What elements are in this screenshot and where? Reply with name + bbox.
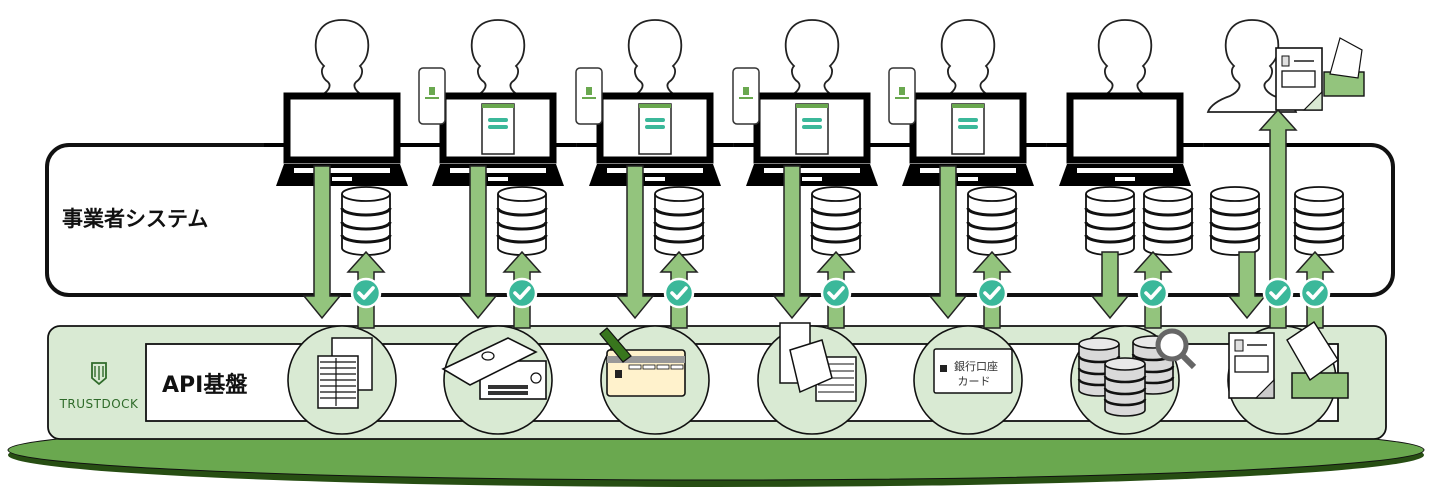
arrow-down xyxy=(1227,251,1267,320)
document-sheets-icon xyxy=(317,337,373,409)
brand-name: TRUSTDOCK xyxy=(59,397,139,411)
arrow-down xyxy=(1090,251,1130,320)
pen-icon xyxy=(599,327,632,363)
arrow-down xyxy=(615,165,655,320)
laptop-base xyxy=(276,164,408,186)
verified-check-icon xyxy=(1262,277,1294,309)
column-id-card xyxy=(418,19,576,435)
database-icon xyxy=(1209,185,1261,257)
verified-check-icon xyxy=(350,277,382,309)
chip-icon xyxy=(940,365,947,372)
passbook-icon xyxy=(779,322,857,402)
arrow-down xyxy=(458,165,498,320)
smartphone-icon xyxy=(418,67,446,125)
laptop-icon xyxy=(276,92,408,186)
business-system-title: 事業者システム xyxy=(62,207,208,231)
smartphone-icon xyxy=(575,67,603,125)
verified-check-icon xyxy=(976,277,1008,309)
laptop-base xyxy=(432,164,564,186)
laptop-icon xyxy=(902,92,1034,186)
database-icon xyxy=(1142,185,1194,257)
card-label-line2: カード xyxy=(958,375,991,388)
laptop-screen xyxy=(1066,92,1184,164)
column-credit-card xyxy=(575,19,733,435)
column-documents xyxy=(264,19,420,435)
column-database-search xyxy=(1047,19,1203,435)
column-passbook xyxy=(732,19,890,435)
database-icon xyxy=(340,185,392,257)
database-icon xyxy=(966,185,1018,257)
laptop-base xyxy=(1059,164,1191,186)
laptop-base xyxy=(589,164,721,186)
database-icon xyxy=(653,185,705,257)
envelope-icon xyxy=(1323,37,1365,97)
database-icon xyxy=(1103,356,1147,418)
laptop-icon xyxy=(746,92,878,186)
database-search-icon xyxy=(1077,328,1197,418)
mail-document-icon xyxy=(1275,47,1323,111)
card-label-line1: 銀行口座 xyxy=(954,359,998,373)
arrow-down xyxy=(302,165,342,320)
credit-card-icon xyxy=(599,327,686,397)
verified-check-icon xyxy=(506,277,538,309)
shield-icon xyxy=(91,362,107,386)
laptop-base xyxy=(902,164,1034,186)
mail-envelope-icon xyxy=(1228,321,1349,399)
arrow-down xyxy=(772,165,812,320)
app-screen xyxy=(795,103,829,155)
database-icon xyxy=(1084,185,1136,257)
database-icon xyxy=(1293,185,1345,257)
magnifier-icon xyxy=(1155,328,1197,370)
api-platform-title: API基盤 xyxy=(162,372,248,398)
laptop-icon xyxy=(589,92,721,186)
laptop-icon xyxy=(1059,92,1191,186)
arrow-down xyxy=(928,165,968,320)
smartphone-icon xyxy=(732,67,760,125)
database-icon xyxy=(810,185,862,257)
trustdock-logo: TRUSTDOCK xyxy=(59,362,139,411)
verified-check-icon xyxy=(1299,277,1331,309)
smartphone-icon xyxy=(888,67,916,125)
laptop-icon xyxy=(432,92,564,186)
laptop-screen xyxy=(283,92,401,164)
column-postal-mail xyxy=(1204,19,1365,435)
laptop-base xyxy=(746,164,878,186)
database-icon xyxy=(496,185,548,257)
verified-check-icon xyxy=(820,277,852,309)
verified-check-icon xyxy=(663,277,695,309)
verified-check-icon xyxy=(1137,277,1169,309)
id-card-icon xyxy=(441,337,547,400)
